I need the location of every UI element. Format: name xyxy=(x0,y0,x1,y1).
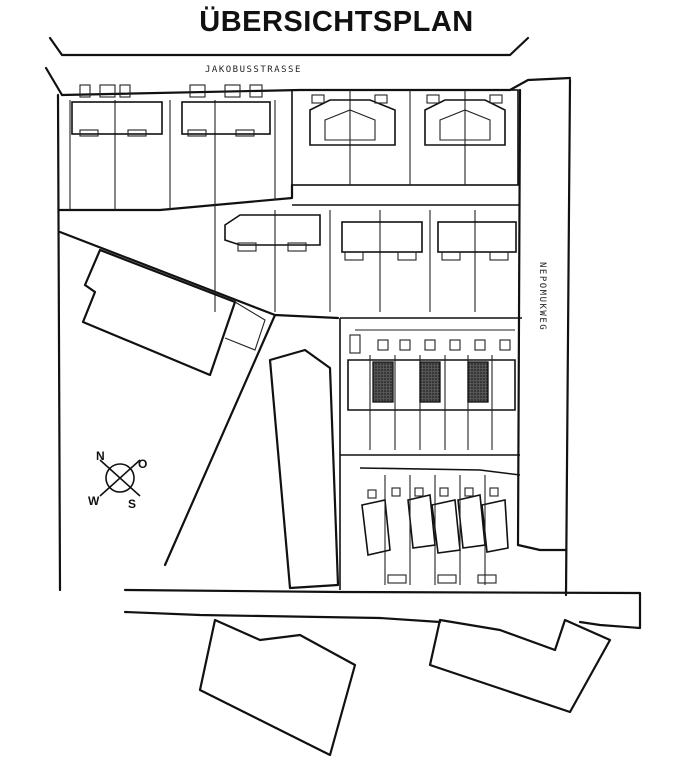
west-boundary xyxy=(56,93,62,592)
large-diagonal-building xyxy=(81,248,237,377)
compass-icon xyxy=(105,463,135,493)
street-outlines xyxy=(44,36,642,630)
building-south-west xyxy=(198,618,357,757)
compass-o: O xyxy=(138,457,147,471)
building-south-east xyxy=(428,618,612,714)
nepomukweg-east-edge xyxy=(564,78,572,597)
houses-row-north-west xyxy=(69,84,276,210)
compass-w: W xyxy=(88,494,100,508)
street-label-jakobusstrasse: JAKOBUSSTRASSE xyxy=(205,65,302,75)
row-houses-south xyxy=(361,475,509,585)
compass-rose: N O S W xyxy=(88,449,147,511)
plan-title: ÜBERSICHTSPLAN xyxy=(199,6,474,38)
houses-north-east xyxy=(291,89,519,186)
row-houses-east xyxy=(347,329,516,450)
street-label-nepomukweg: NEPOMUKWEG xyxy=(537,262,547,331)
compass-s: S xyxy=(128,497,136,511)
houses-row-middle xyxy=(214,204,520,312)
long-central-building xyxy=(268,348,340,590)
compass-n: N xyxy=(96,449,105,463)
